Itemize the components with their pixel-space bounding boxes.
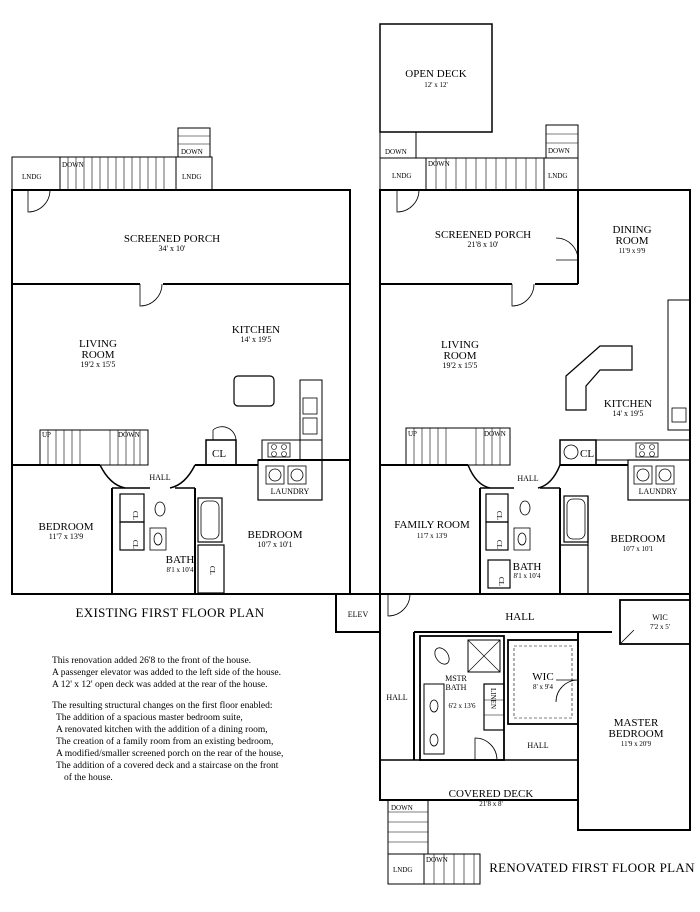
- covered-deck-name: COVERED DECK: [449, 788, 534, 800]
- renovated-down-label-side: DOWN: [548, 147, 570, 155]
- existing-living-room-name-2: ROOM: [81, 349, 114, 361]
- existing-screened-porch-name: SCREENED PORCH: [124, 233, 220, 245]
- existing-bedroom-left-size: 11'7 x 13'9: [49, 532, 84, 541]
- dining-room-name-2: ROOM: [615, 235, 648, 247]
- front-landing-label: LNDG: [393, 866, 412, 874]
- renovated-living-room-name-1: LIVING: [441, 339, 479, 351]
- elevator-label: ELEV: [348, 610, 369, 619]
- existing-hall-label: HALL: [149, 473, 170, 482]
- renovated-landing-left-label: LNDG: [392, 172, 411, 180]
- covered-deck-size: 21'8 x 8': [479, 800, 503, 808]
- renovated-plan-walls: [335, 23, 691, 885]
- existing-stair-down-label: DOWN: [118, 431, 140, 439]
- existing-living-room-name-1: LIVING: [79, 338, 117, 350]
- existing-down-label-rear: DOWN: [62, 161, 84, 169]
- renovated-closet-label-1: CL: [495, 511, 503, 520]
- existing-closet-label-2: CL: [131, 540, 139, 549]
- linen-closet-label: LINEN: [489, 688, 497, 709]
- master-wic-size: 8' x 9'4: [533, 683, 554, 691]
- renovated-plan-labels: OPEN DECK 12' x 12' DOWN LNDG DOWN LNDG …: [348, 68, 695, 875]
- renovated-closet-label-2: CL: [495, 540, 503, 549]
- renovated-cl-label: CL: [580, 448, 594, 460]
- existing-plan-walls: [11, 127, 351, 595]
- notes-item-5-continuation: of the house.: [64, 773, 113, 783]
- renovated-hall-mid-label: HALL: [505, 611, 535, 623]
- renovated-laundry-label: LAUNDRY: [639, 487, 678, 496]
- existing-cl-label: CL: [212, 448, 226, 460]
- renovated-hall-top-label: HALL: [517, 474, 538, 483]
- existing-closet-label-1: CL: [131, 511, 139, 520]
- open-deck-size: 12' x 12': [424, 81, 448, 89]
- renovated-bedroom-size: 10'7 x 10'1: [623, 545, 654, 553]
- existing-living-room-size: 19'2 x 15'5: [81, 360, 116, 369]
- existing-kitchen-name: KITCHEN: [232, 324, 280, 336]
- renovated-hall-left-label: HALL: [386, 693, 407, 702]
- existing-kitchen-size: 14' x 19'5: [241, 335, 272, 344]
- existing-bedroom-right-name: BEDROOM: [247, 529, 302, 541]
- notes-intro-line-1: This renovation added 26'8 to the front …: [52, 656, 252, 666]
- notes-item-4: A modified/smaller screened porch on the…: [56, 749, 284, 759]
- existing-down-label-side: DOWN: [181, 148, 203, 156]
- front-stair-down-label: DOWN: [391, 804, 413, 812]
- master-bath-size: 6'2 x 13'6: [448, 702, 476, 710]
- family-room-size: 11'7 x 13'9: [417, 532, 448, 540]
- existing-laundry-label: LAUNDRY: [271, 487, 310, 496]
- master-bath-name-2: BATH: [446, 683, 467, 692]
- existing-bedroom-right-size: 10'7 x 10'1: [258, 540, 293, 549]
- renovated-deck-down-label: DOWN: [385, 148, 407, 156]
- notes-item-2: A renovated kitchen with the addition of…: [56, 725, 268, 735]
- renovation-notes: This renovation added 26'8 to the front …: [52, 655, 342, 784]
- existing-stair-up-label: UP: [42, 431, 51, 439]
- renovated-landing-right-label: LNDG: [548, 172, 567, 180]
- dining-room-name-1: DINING: [612, 224, 651, 236]
- wic-small-name: WIC: [652, 613, 668, 622]
- renovated-living-room-name-2: ROOM: [443, 350, 476, 362]
- notes-spacer: [52, 691, 342, 700]
- dining-room-size: 11'9 x 9'9: [619, 247, 646, 255]
- renovated-closet-label-3: CL: [497, 577, 505, 586]
- existing-bedroom-left-name: BEDROOM: [38, 521, 93, 533]
- notes-intro-line-3: A 12' x 12' open deck was added at the r…: [52, 680, 268, 690]
- renovated-screened-porch-name: SCREENED PORCH: [435, 229, 531, 241]
- open-deck-name: OPEN DECK: [405, 68, 466, 80]
- master-bedroom-name-1: MASTER: [614, 717, 659, 729]
- front-landing-down-label: DOWN: [426, 856, 448, 864]
- master-bedroom-size: 11'9 x 20'9: [621, 740, 652, 748]
- family-room-name: FAMILY ROOM: [394, 519, 470, 531]
- renovated-hall-lower-label: HALL: [527, 741, 548, 750]
- existing-landing-right-label: LNDG: [182, 173, 201, 181]
- renovated-kitchen-size: 14' x 19'5: [613, 409, 644, 418]
- existing-bath-size: 8'1 x 10'4: [166, 566, 194, 574]
- renovated-stair-up-label: UP: [408, 430, 417, 438]
- renovated-bath-name: BATH: [513, 561, 542, 573]
- renovated-down-label-rear: DOWN: [428, 160, 450, 168]
- master-bath-name-1: MSTR: [445, 674, 467, 683]
- existing-bath-name: BATH: [166, 554, 195, 566]
- existing-closet-label-3: CL: [208, 566, 216, 575]
- notes-item-3: The creation of a family room from an ex…: [56, 737, 274, 747]
- master-wic-name: WIC: [532, 671, 553, 683]
- renovated-plan-title: RENOVATED FIRST FLOOR PLAN: [489, 860, 695, 875]
- existing-landing-left-label: LNDG: [22, 173, 41, 181]
- renovated-screened-porch-size: 21'8 x 10': [468, 240, 499, 249]
- notes-intro-line-2: A passenger elevator was added to the le…: [52, 668, 281, 678]
- notes-heading: The resulting structural changes on the …: [52, 701, 273, 711]
- renovated-stair-down-label: DOWN: [484, 430, 506, 438]
- existing-plan-title: EXISTING FIRST FLOOR PLAN: [76, 605, 265, 620]
- renovated-bedroom-name: BEDROOM: [610, 533, 665, 545]
- notes-item-5: The addition of a covered deck and a sta…: [56, 761, 279, 771]
- wic-small-size: 7'2 x 5': [650, 623, 670, 631]
- renovated-bath-size: 8'1 x 10'4: [513, 572, 541, 580]
- notes-item-1: The addition of a spacious master bedroo…: [56, 713, 243, 723]
- renovated-living-room-size: 19'2 x 15'5: [443, 361, 478, 370]
- renovated-kitchen-name: KITCHEN: [604, 398, 652, 410]
- existing-screened-porch-size: 34' x 10': [159, 244, 186, 253]
- existing-plan-labels: LNDG DOWN LNDG DOWN SCREENED PORCH 34' x…: [22, 148, 310, 620]
- master-bedroom-name-2: BEDROOM: [608, 728, 663, 740]
